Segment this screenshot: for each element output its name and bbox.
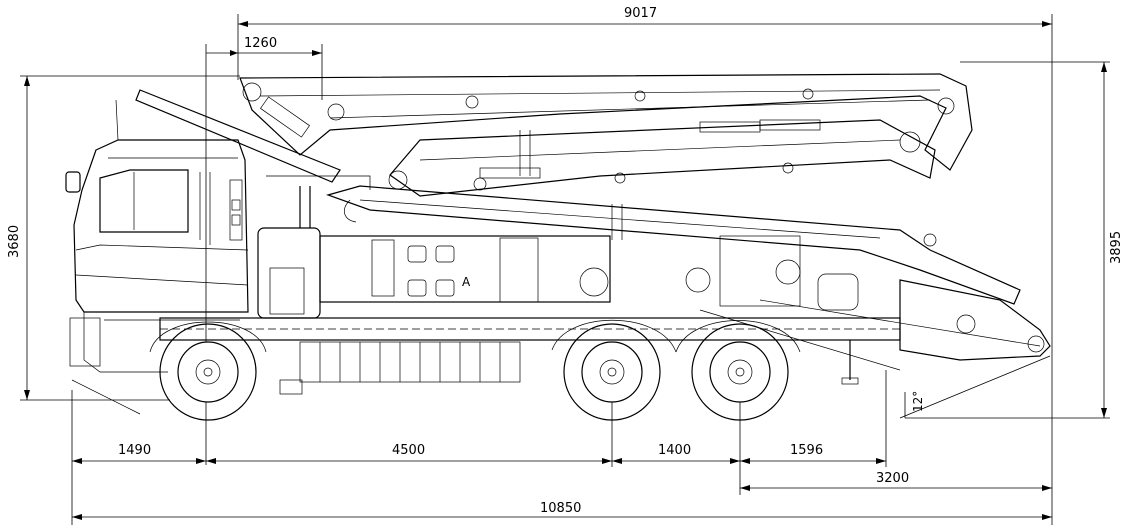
front-wheel-arch <box>149 319 801 353</box>
dim-rear-reach: 3200 <box>876 471 909 486</box>
dim-height-left: 3680 <box>7 225 22 258</box>
dim-front-overhang: 1490 <box>118 443 151 458</box>
folded-boom <box>135 73 1021 305</box>
rear-wheel-1 <box>563 323 661 421</box>
dim-tandem: 1400 <box>658 443 691 458</box>
dimension-lines <box>20 14 1110 525</box>
chassis-frame <box>159 175 901 395</box>
rear-outrigger <box>699 279 1051 385</box>
dim-overall-length: 10850 <box>540 501 581 516</box>
dim-rear-axle-outrigger: 1596 <box>790 443 823 458</box>
front-approach-line <box>71 379 141 415</box>
dim-wheelbase: 4500 <box>392 443 425 458</box>
marker-a: A <box>462 275 471 289</box>
dim-top-overall: 9017 <box>624 6 657 21</box>
dim-departure-angle: 12° <box>911 391 925 412</box>
dim-height-right: 3895 <box>1109 231 1124 264</box>
dim-boom-offset: 1260 <box>244 36 277 51</box>
truck-cab <box>65 99 249 373</box>
front-wheel <box>159 323 257 421</box>
rear-wheel-2 <box>691 323 789 421</box>
